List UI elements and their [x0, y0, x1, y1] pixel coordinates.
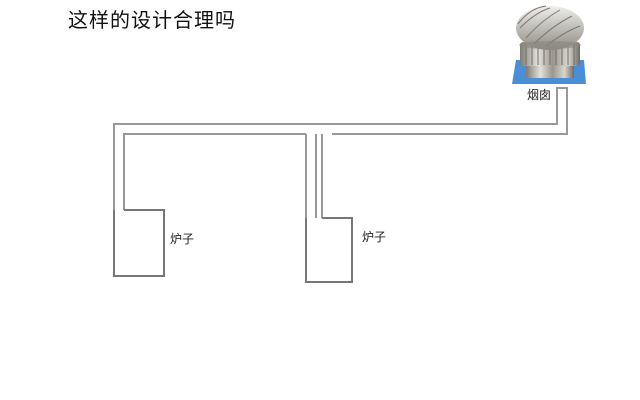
chimney-label: 烟囱 [527, 88, 552, 102]
stove-left-label: 炉子 [170, 232, 195, 246]
stove-right-label: 炉子 [362, 230, 387, 244]
branch-pipe [305, 134, 323, 218]
flue-pipe [113, 87, 568, 218]
stove-right [305, 217, 353, 283]
flue-pipe-outer-edge [113, 87, 568, 210]
stove-left [113, 209, 165, 277]
turbine-ventilator-icon [512, 5, 586, 84]
flue-pipe-inner-edge [123, 133, 306, 210]
diagram-title: 这样的设计合理吗 [68, 8, 236, 32]
